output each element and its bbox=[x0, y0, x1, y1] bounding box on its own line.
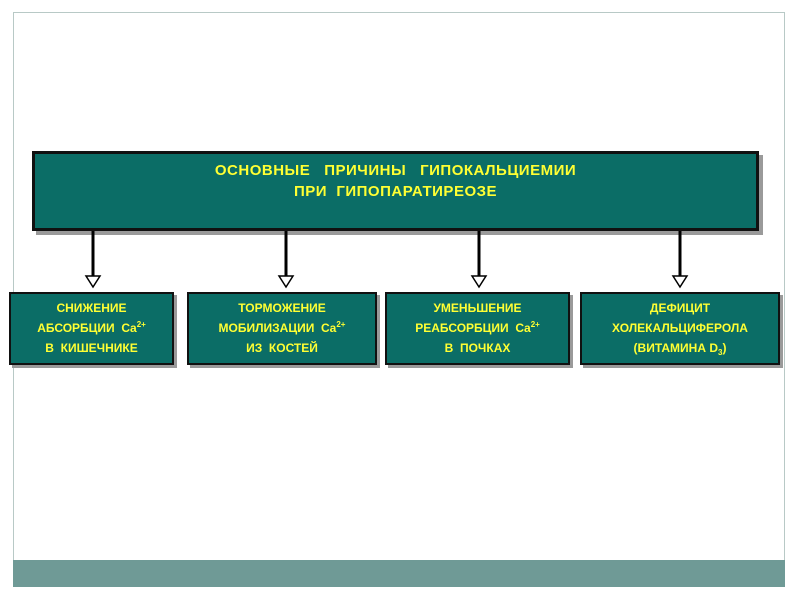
cause-4-line-2: ХОЛЕКАЛЬЦИФЕРОЛА bbox=[612, 321, 748, 335]
cause-4-line-3: (ВИТАМИНА D3) bbox=[633, 341, 727, 357]
cause-box-vitamin-deficit: ДЕФИЦИТ ХОЛЕКАЛЬЦИФЕРОЛА (ВИТАМИНА D3) bbox=[580, 292, 780, 365]
main-cause-box: ОСНОВНЫЕ ПРИЧИНЫ ГИПОКАЛЬЦИЕМИИ ПРИ ГИПО… bbox=[32, 151, 759, 231]
cause-box-absorption: СНИЖЕНИЕ АБСОРБЦИИ Ca2+ В КИШЕЧНИКЕ bbox=[9, 292, 174, 365]
cause-4-line-1: ДЕФИЦИТ bbox=[649, 301, 711, 315]
cause-box-reabsorption: УМЕНЬШЕНИЕ РЕАБСОРБЦИИ Ca2+ В ПОЧКАХ bbox=[385, 292, 570, 365]
cause-2-line-3: ИЗ КОСТЕЙ bbox=[246, 341, 318, 355]
bottom-bar bbox=[13, 560, 785, 587]
title-line-1: ОСНОВНЫЕ ПРИЧИНЫ ГИПОКАЛЬЦИЕМИИ bbox=[214, 162, 577, 179]
cause-3-line-3: В ПОЧКАХ bbox=[444, 341, 511, 355]
cause-box-mobilization: ТОРМОЖЕНИЕ МОБИЛИЗАЦИИ Ca2+ ИЗ КОСТЕЙ bbox=[187, 292, 377, 365]
cause-2-line-1: ТОРМОЖЕНИЕ bbox=[238, 301, 326, 315]
title-line-2: ПРИ ГИПОПАРАТИРЕОЗЕ bbox=[293, 183, 498, 200]
cause-3-line-1: УМЕНЬШЕНИЕ bbox=[433, 301, 522, 315]
cause-1-line-1: СНИЖЕНИЕ bbox=[56, 301, 127, 315]
cause-1-line-2: АБСОРБЦИИ Ca2+ bbox=[37, 320, 146, 336]
cause-1-line-3: В КИШЕЧНИКЕ bbox=[45, 341, 138, 355]
cause-3-line-2: РЕАБСОРБЦИИ Ca2+ bbox=[415, 320, 540, 336]
cause-2-line-2: МОБИЛИЗАЦИИ Ca2+ bbox=[218, 320, 346, 336]
